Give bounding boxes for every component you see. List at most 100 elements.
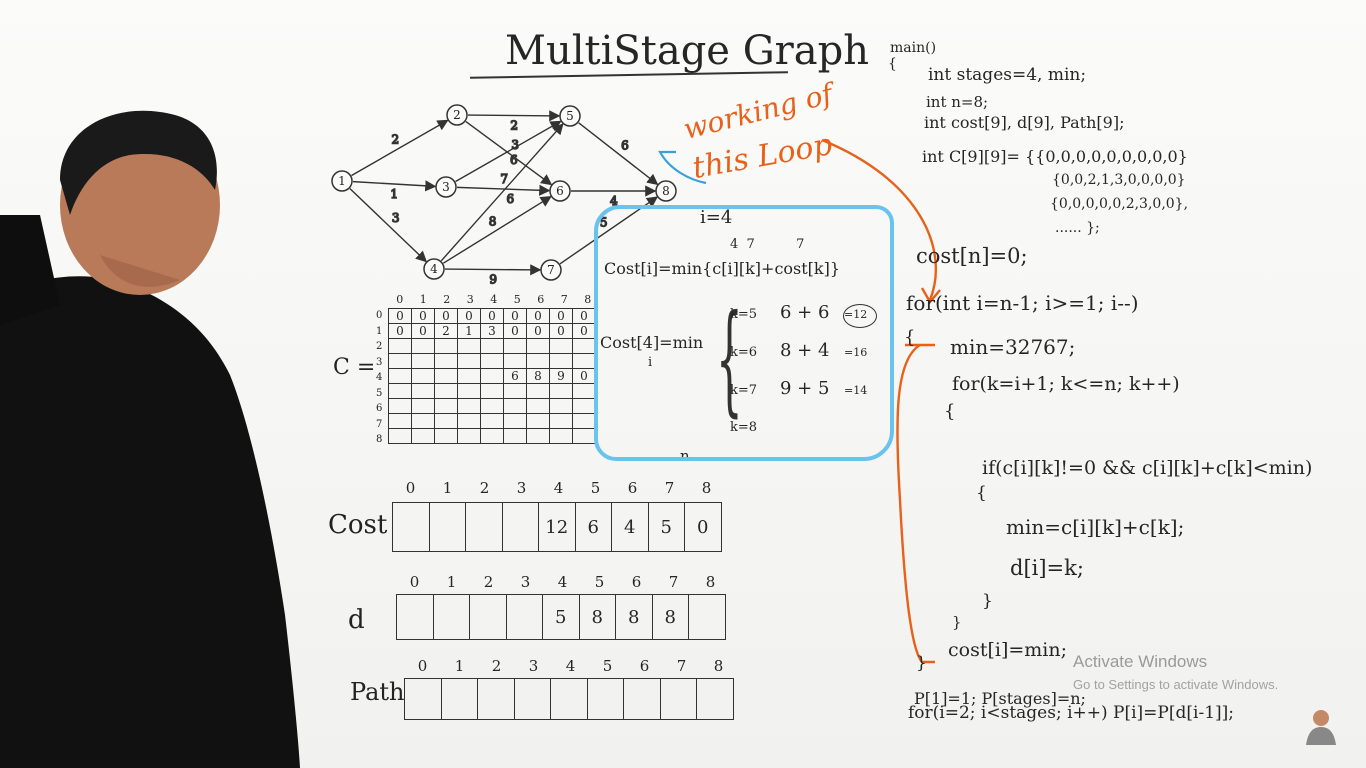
code-line: } [916,653,927,673]
cost-array-index: 1 [442,479,453,497]
code-line: } [952,613,962,631]
path-array-table [404,678,734,720]
d-array-cell [469,594,507,640]
c-matrix-cell [457,398,481,414]
c-matrix-cell [411,368,435,384]
c-matrix-cell [457,413,481,429]
c-matrix-cell: 0 [480,308,504,324]
path-array-index: 1 [454,657,465,675]
c-row-header: 4 [376,372,383,383]
worked-k: k=8 [730,420,758,435]
c-matrix-cell: 9 [549,368,573,384]
c-matrix-row [388,338,596,354]
path-array-cell [513,678,551,720]
c-row-header: 5 [376,387,383,399]
path-array-index: 4 [565,657,576,675]
path-array-index: 2 [491,657,502,675]
c-col-header: 5 [513,293,521,306]
c-matrix-cell [503,428,527,444]
edge-weight: 1 [390,187,398,201]
c-matrix-cell: 0 [526,308,550,324]
edge-weight: 6 [506,192,514,206]
c-matrix-row [388,353,596,369]
path-array-cell [659,678,697,720]
c-matrix-cell [526,383,550,399]
worked-expr: 9 + 5 [780,378,830,399]
worked-result: =16 [844,346,868,359]
c-matrix-cell [434,413,458,429]
code-line: {0,0,0,0,0,2,3,0,0}, [1050,196,1189,212]
graph-edge [442,196,552,264]
graph-edge [351,119,449,177]
cost-array-cell [392,502,430,552]
c-matrix-cell [434,338,458,354]
graph-node-label: 8 [662,184,670,198]
d-array-cell [688,594,726,640]
d-array-cell [432,594,470,640]
d-array-index: 0 [409,573,420,591]
c-col-header: 7 [560,293,568,306]
n-label: n [680,447,690,465]
c-row-header: 1 [376,325,383,337]
c-matrix-cell [503,353,527,369]
c-matrix-cell: 0 [411,323,435,339]
c-matrix-cell [388,428,412,444]
d-array-cell: 8 [615,594,653,640]
c-matrix-cell: 0 [572,368,596,384]
code-line: { [976,483,987,503]
brace-icon: { [716,290,743,429]
c-matrix-row [388,413,596,429]
code-line: min=c[i][k]+c[k]; [1006,515,1185,539]
c-matrix-cell: 0 [388,323,412,339]
code-line: cost[i]=min; [948,639,1068,661]
path-array-index: 7 [676,657,687,675]
c-matrix-cell [549,398,573,414]
c-matrix-row [388,398,596,414]
c-matrix-cell [388,353,412,369]
c-matrix-cell: 0 [549,308,573,324]
c-matrix-row [388,428,596,444]
c-matrix-cell: 0 [526,323,550,339]
graph-edge [455,120,562,183]
c-matrix-cell [434,398,458,414]
c-col-header: 8 [584,293,592,306]
c-matrix-cell [480,398,504,414]
c-matrix-cell [526,353,550,369]
path-array-cell [404,678,442,720]
c-col-header: 6 [537,293,545,306]
d-array-index: 1 [446,573,457,591]
edge-weight: 9 [489,272,497,286]
c-matrix-cell [457,338,481,354]
presenter-avatar [1306,710,1336,745]
graph-node [423,258,445,280]
edge-weight: 6 [621,139,629,153]
edge-weight: 3 [392,211,400,225]
worked-k: k=6 [730,345,758,360]
path-array-cell [477,678,515,720]
edge-weight: 7 [500,172,508,186]
edge-weight: 6 [510,153,518,167]
c-matrix-cell [503,383,527,399]
c-matrix-cell [411,338,435,354]
cost-array-cell: 12 [538,502,576,552]
c-matrix-cell [572,353,596,369]
cost-array-label: Cost [328,510,388,540]
code-line: int C[9][9]= {{0,0,0,0,0,0,0,0,0} [922,147,1188,166]
activate-windows-title: Activate Windows [1073,652,1208,671]
worked-expr: 6 + 6 [780,302,830,323]
c-matrix-cell [503,338,527,354]
activate-windows-subtitle: Go to Settings to activate Windows. [1073,677,1279,692]
cost-array-index: 5 [590,479,601,497]
graph-edge [440,123,564,262]
c-row-header: 7 [376,418,383,430]
cost-array-index: 6 [627,479,638,497]
graph-node [559,105,581,127]
graph-edge [444,264,542,276]
c-matrix-cell: 0 [503,308,527,324]
code-line: { [944,401,956,422]
c-row-header: 0 [376,310,383,321]
